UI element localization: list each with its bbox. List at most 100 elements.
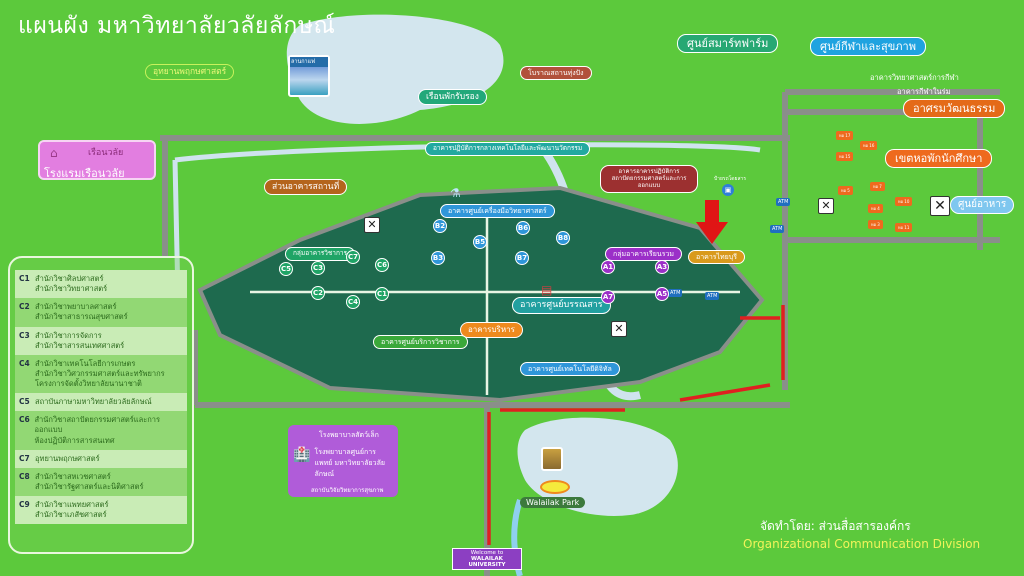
legend-text: สำนักวิชาพยาบาลศาสตร์ สำนักวิชาสาธารณสุข…: [35, 302, 128, 322]
atm-icon[interactable]: ATM: [770, 225, 785, 233]
marker-c1[interactable]: C1: [375, 287, 389, 301]
marker-b6[interactable]: B6: [516, 221, 530, 235]
legend-code: C3: [19, 330, 30, 340]
label-admin[interactable]: อาคารบริหาร: [460, 322, 523, 338]
central-campus: [200, 188, 762, 400]
marker-a3[interactable]: A3: [655, 260, 669, 274]
marker-a7[interactable]: A7: [601, 290, 615, 304]
credit-thai: จัดทำโดย: ส่วนสื่อสารองค์กร: [760, 519, 911, 533]
hotel-roof-icon: ⌂: [50, 146, 58, 160]
bus-icon[interactable]: ▣: [722, 184, 734, 196]
hotel-name: โรงแรมเรือนวลัย: [44, 167, 125, 180]
legend-row: C1 สำนักวิชาศิลปศาสตร์ สำนักวิชาวิทยาศาสต…: [15, 270, 187, 299]
legend-text: สำนักวิชาแพทยศาสตร์ สำนักวิชาเภสัชศาสตร์: [35, 500, 109, 520]
dorm-tag[interactable]: หอ 17: [836, 131, 854, 140]
marker-b7[interactable]: B7: [515, 251, 529, 265]
legend-code: C8: [19, 471, 30, 481]
legend-code: C7: [19, 453, 30, 463]
label-academic-group[interactable]: กลุ่มอาคารวิชาการ: [285, 247, 356, 261]
marker-c4[interactable]: C4: [346, 295, 360, 309]
label-sports-center[interactable]: ศูนย์กีฬาและสุขภาพ: [810, 37, 926, 57]
label-ancient-site[interactable]: โบราณสถานทุ่งปัง: [520, 66, 592, 81]
marker-b2[interactable]: B2: [433, 219, 447, 233]
label-medical-center[interactable]: โรงพยาบาลศูนย์การแพทย์ มหาวิทยาลัยวลัยลั…: [314, 448, 385, 478]
faculty-legend: C1 สำนักวิชาศิลปศาสตร์ สำนักวิชาวิทยาศาสต…: [8, 256, 194, 554]
label-guest-house[interactable]: เรือนพักรับรอง: [418, 89, 487, 106]
marker-a5[interactable]: A5: [655, 287, 669, 301]
atm-icon[interactable]: ATM: [776, 198, 791, 206]
map-title: แผนผัง มหาวิทยาลัยวลัยลักษณ์: [18, 13, 336, 39]
label-thaiburi[interactable]: อาคารไทยบุรี: [688, 250, 745, 265]
marker-b8[interactable]: B8: [556, 231, 570, 245]
label-architecture[interactable]: อาคารอาคารปฏิบัติการ สถาปัตยกรรมศาสตร์แล…: [600, 165, 698, 193]
dorm-tag[interactable]: หอ 15: [836, 152, 854, 161]
dorm-tag[interactable]: หอ 11: [895, 223, 913, 232]
atm-icon[interactable]: ATM: [668, 289, 683, 297]
label-vet-hospital[interactable]: โรงพยาบาลสัตว์เล็ก: [319, 431, 379, 439]
marker-b3[interactable]: B3: [431, 251, 445, 265]
hospital-card[interactable]: โรงพยาบาลสัตว์เล็ก 🏥 โรงพยาบาลศูนย์การแพ…: [288, 425, 398, 497]
label-bus-stop[interactable]: ป้ายรถโดยสาร: [714, 176, 747, 182]
label-culture[interactable]: อาศรมวัฒนธรรม: [903, 99, 1006, 119]
legend-text: อุทยานพฤกษศาสตร์: [35, 453, 100, 463]
label-library[interactable]: อาคารศูนย์บรรณสาร: [512, 297, 611, 314]
hotel-card[interactable]: ⌂ เรือนวลัย โรงแรมเรือนวลัย: [38, 140, 156, 180]
label-walailak-park[interactable]: Walailak Park: [520, 497, 586, 508]
atm-icon[interactable]: ATM: [705, 292, 720, 300]
legend-code: C4: [19, 358, 30, 368]
canal-south: [511, 499, 523, 576]
fork-knife-icon[interactable]: ✕: [364, 217, 380, 233]
dorm-tag[interactable]: หอ 16: [860, 141, 878, 150]
label-digital[interactable]: อาคารศูนย์เทคโนโลยีดิจิทัล: [520, 362, 620, 377]
fork-knife-icon[interactable]: ✕: [818, 198, 834, 214]
legend-text: สำนักวิชาการจัดการ สำนักวิชาสารสนเทศศาสต…: [35, 330, 125, 350]
label-botanical-garden[interactable]: อุทยานพฤกษศาสตร์: [145, 64, 235, 81]
legend-text: สำนักวิชาศิลปศาสตร์ สำนักวิชาวิทยาศาสตร์: [35, 274, 108, 294]
welcome-line-1: Welcome to: [470, 550, 504, 556]
welcome-sign: Welcome to WALAILAK UNIVERSITY: [452, 548, 522, 570]
marker-c7[interactable]: C7: [346, 250, 360, 264]
label-innovation[interactable]: อาคารปฏิบัติการกลางเทคโนโลยีและพัฒนานวัต…: [425, 142, 591, 156]
label-academic-service[interactable]: อาคารศูนย์บริการวิชาการ: [373, 335, 468, 350]
label-indoor-sports[interactable]: อาคารกีฬาในร่ม: [897, 87, 951, 96]
marker-c2[interactable]: C2: [311, 286, 325, 300]
route-lines: [487, 305, 785, 545]
credit-english: Organizational Communication Division: [743, 537, 981, 551]
legend-code: C1: [19, 274, 30, 283]
welcome-line-2: WALAILAK UNIVERSITY: [468, 556, 506, 568]
fork-knife-icon[interactable]: ✕: [611, 321, 627, 337]
marker-c3[interactable]: C3: [311, 261, 325, 275]
label-food-center[interactable]: ศูนย์อาหาร: [950, 196, 1015, 214]
label-sports-science[interactable]: อาคารวิทยาศาสตร์การกีฬา: [870, 73, 959, 82]
label-health-research[interactable]: สถาบันวิจัยวิทยาการสุขภาพ: [311, 487, 384, 494]
flask-icon: ⚗: [450, 186, 461, 200]
legend-code: C5: [19, 397, 30, 407]
dorm-tag[interactable]: หอ 3: [868, 220, 883, 229]
label-sci-equipment[interactable]: อาคารศูนย์เครื่องมือวิทยาศาสตร์: [440, 204, 555, 219]
label-lecture-group[interactable]: กลุ่มอาคารเรียนรวม: [605, 247, 682, 262]
label-smart-farm[interactable]: ศูนย์สมาร์ทฟาร์ม: [677, 34, 779, 54]
park-photo[interactable]: [541, 447, 563, 471]
dorm-tag[interactable]: หอ 7: [870, 182, 885, 191]
dorm-tag[interactable]: หอ 5: [838, 186, 853, 195]
dorm-tag[interactable]: หอ 10: [895, 197, 913, 206]
legend-text: สำนักวิชาสถาปัตยกรรมศาสตร์และการออกแบบ ห…: [34, 415, 161, 445]
hospital-icon: 🏥: [293, 447, 311, 463]
marker-c5[interactable]: C5: [279, 262, 293, 276]
coffee-photo[interactable]: ลานกาแฟ: [288, 55, 330, 97]
label-facilities[interactable]: ส่วนอาคารสถานที่: [264, 179, 348, 196]
marker-a1[interactable]: A1: [601, 260, 615, 274]
marker-b5[interactable]: B5: [473, 235, 487, 249]
red-arrow-icon: [696, 200, 728, 244]
marker-c6[interactable]: C6: [375, 258, 389, 272]
fork-knife-icon[interactable]: ✕: [930, 196, 950, 216]
books-icon: ▤: [541, 283, 553, 297]
label-dorm-zone[interactable]: เขตหอพักนักศึกษา: [885, 149, 993, 169]
dorm-tag[interactable]: หอ 4: [868, 204, 883, 213]
